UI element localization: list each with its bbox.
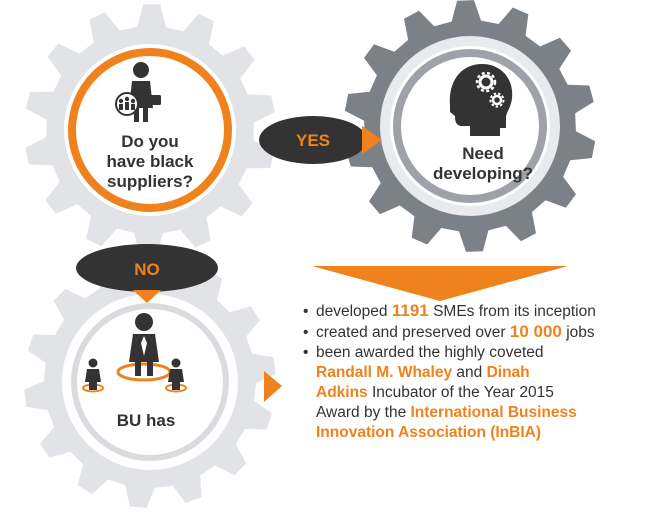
award-name-2b: Adkins — [316, 384, 368, 401]
award-and: and — [456, 364, 483, 381]
gear1-line3: suppliers? — [107, 172, 193, 191]
award-title: Incubator of the Year 2015 — [372, 384, 554, 401]
bullet1-prefix: developed — [316, 303, 388, 320]
gear-bottom-left — [24, 256, 276, 508]
yes-pill — [259, 116, 367, 164]
achievements-list: •developed 1191 SMEs from its inception … — [303, 301, 672, 443]
gear2-line1: Need — [462, 144, 504, 163]
award-title-line: Adkins Incubator of the Year 2015 — [303, 383, 672, 403]
no-connector: NO — [76, 244, 218, 303]
gear-top-right-ring — [393, 49, 547, 203]
award-org-1: International Business — [410, 404, 577, 421]
gear2-line2: developing? — [433, 164, 533, 183]
right-arrow-icon — [264, 371, 282, 402]
businessman-with-team-icon — [82, 313, 187, 393]
bullet1-suffix: SMEs from its inception — [433, 303, 596, 320]
no-pill — [76, 244, 218, 292]
award-org-line: Innovation Association (InBIA) — [303, 423, 672, 443]
award-name-2a: Dinah — [486, 364, 530, 381]
no-arrow-icon — [133, 290, 161, 303]
bullet2-prefix: created and preserved over — [316, 324, 506, 341]
gear1-line1: Do you — [121, 132, 179, 151]
gear-top-left — [25, 4, 275, 256]
bullet2-suffix: jobs — [566, 324, 595, 341]
bullet3-text: been awarded the highly coveted — [316, 344, 544, 361]
gear-top-left-ring — [68, 48, 232, 212]
award-by: Award by the — [316, 404, 407, 421]
bullet-award: •been awarded the highly coveted — [303, 344, 544, 361]
award-name-1: Randall M. Whaley — [316, 364, 453, 381]
gear1-line2: have black — [107, 152, 194, 171]
yes-label: YES — [296, 131, 330, 150]
down-triangle-icon — [312, 266, 568, 301]
award-names-line: Randall M. Whaley and Dinah — [303, 363, 672, 383]
no-label: NO — [134, 260, 160, 279]
bullet-developed: •developed 1191 SMEs from its inception — [303, 301, 596, 320]
award-by-line: Award by the International Business — [303, 403, 672, 423]
smes-count: 1191 — [391, 301, 429, 320]
award-org-2: Innovation Association (InBIA) — [316, 424, 542, 441]
yes-connector: YES — [259, 116, 382, 164]
jobs-count: 10 000 — [509, 322, 562, 341]
businessman-with-briefcase-and-group-icon — [115, 62, 161, 122]
bullet-jobs: •created and preserved over 10 000 jobs — [303, 322, 595, 341]
gear3-label: BU has — [117, 411, 176, 430]
yes-arrow-icon — [362, 126, 382, 154]
gear-bottom-left-ring — [71, 303, 229, 461]
head-with-gears-icon — [449, 64, 513, 136]
